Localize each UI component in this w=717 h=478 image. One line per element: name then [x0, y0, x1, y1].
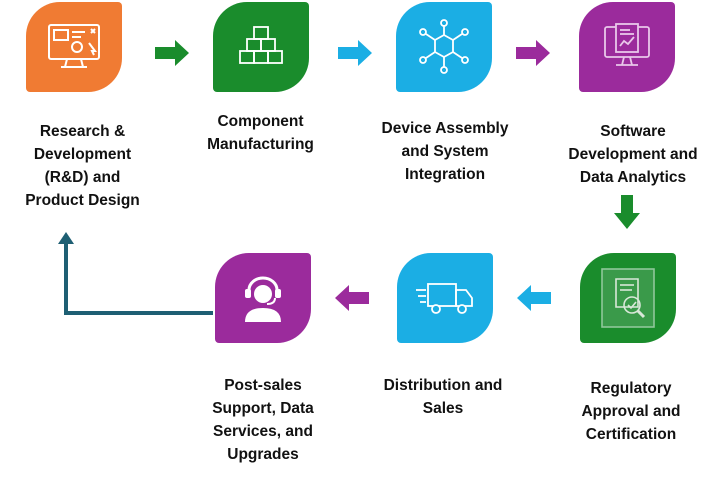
step-1-label: Research & Development (R&D) and Product…: [25, 123, 140, 209]
hexagon-network-icon: [419, 19, 469, 74]
step-6-label: Distribution and Sales: [383, 377, 503, 417]
arrow-right-icon: [338, 40, 372, 66]
step-3-label: Device Assembly and System Integration: [381, 120, 509, 183]
arrow-left-icon: [335, 285, 369, 311]
arrow-down-icon: [614, 195, 640, 229]
document-magnifier-icon: [601, 268, 655, 328]
step-1-tile: [26, 2, 122, 92]
step-6-tile: [397, 253, 493, 343]
step-2-label: Component Manufacturing: [207, 113, 314, 153]
monitor-report-icon: [604, 23, 650, 66]
arrow-right-icon: [516, 40, 550, 66]
arrow-left-icon: [517, 285, 551, 311]
delivery-truck-icon: [416, 283, 473, 314]
stacked-boxes-icon: [239, 26, 283, 64]
step-7-tile: [215, 253, 311, 343]
step-5-label: Regulatory Approval and Certification: [581, 380, 681, 443]
step-5-tile: [580, 253, 676, 343]
step-4-tile: [579, 2, 675, 92]
step-2-tile: [213, 2, 309, 92]
support-agent-icon: [245, 276, 281, 322]
step-4-label: Software Development and Data Analytics: [568, 123, 698, 186]
arrow-right-icon: [155, 40, 189, 66]
computer-screen-icon: [48, 24, 100, 68]
step-7-label: Post-sales Support, Data Services, and U…: [212, 377, 314, 463]
step-3-tile: [396, 2, 492, 92]
